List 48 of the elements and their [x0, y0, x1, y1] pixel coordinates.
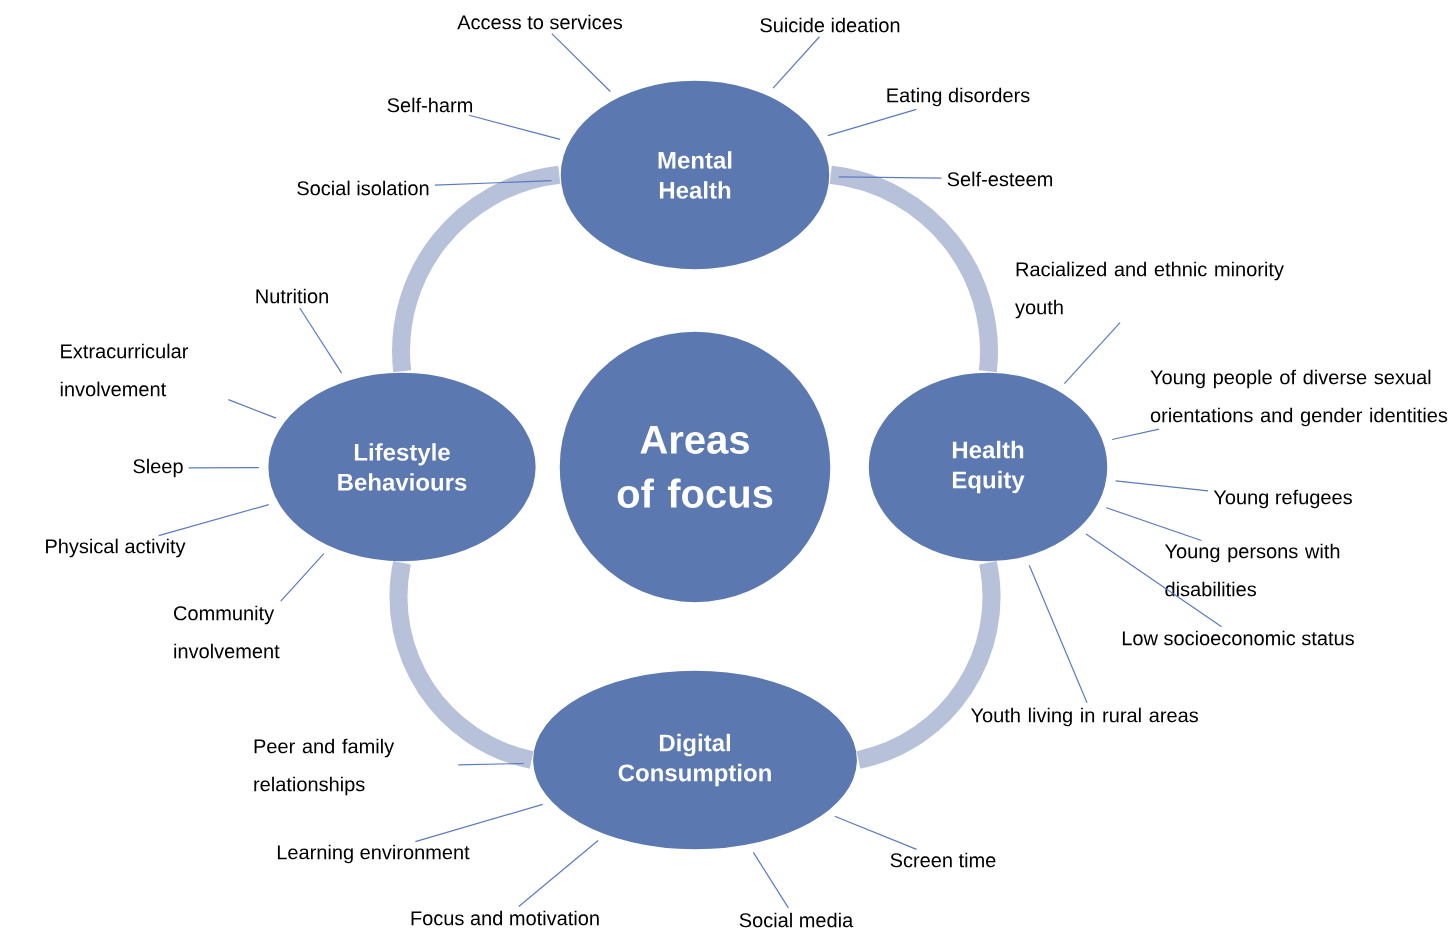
leader-line [1028, 564, 1088, 704]
leader-line [1105, 507, 1202, 542]
label-text: Physical activity [46, 538, 186, 558]
leader-line [1085, 533, 1223, 628]
leader-line [434, 180, 553, 186]
leader-line [188, 466, 260, 469]
ring-arc [829, 165, 998, 372]
leader-line [468, 114, 561, 140]
label-text: Social media [739, 912, 854, 928]
leader-line [227, 399, 277, 419]
label-text: Eating disorders [887, 87, 1030, 107]
leader-line [838, 176, 943, 179]
ring-arc [392, 165, 561, 372]
label-text: Community involvement [174, 605, 280, 659]
label-text: Extracurricular involvement [60, 343, 189, 397]
leader-line [299, 307, 343, 374]
leader-line [457, 762, 525, 766]
label-text: Self-esteem [947, 171, 1053, 187]
ring-arc [856, 561, 1001, 769]
leader-line [518, 839, 599, 908]
leader-line [752, 851, 789, 909]
leader-line [280, 552, 325, 602]
leader-line [551, 33, 611, 93]
label-text: Self-harm [387, 97, 472, 113]
leader-line [772, 36, 820, 89]
leader-line [827, 108, 917, 137]
label-text: Learning environment [277, 844, 470, 864]
leader-line [1115, 480, 1209, 492]
label-text: Screen time [890, 852, 996, 868]
label-text: Low socioeconomic status [1122, 630, 1354, 646]
label-text: Racialized and ethnic minority youth [1015, 261, 1284, 319]
label-text: Suicide ideation [760, 17, 900, 33]
leader-line [414, 803, 544, 843]
label-text: Young persons with disabilities [1164, 543, 1340, 597]
label-text: Focus and motivation [411, 910, 599, 926]
label-text: Young people of diverse sexual orientations and gender identities [1150, 369, 1448, 427]
label-text: Young refugees [1213, 489, 1352, 509]
leader-line [1063, 322, 1121, 385]
label-text: Sleep [133, 458, 183, 478]
leader-line [1111, 428, 1160, 441]
leader-line [834, 815, 918, 850]
label-text: Youth living in rural areas [970, 707, 1198, 727]
label-text: Nutrition [256, 288, 328, 304]
label-text: Peer and family relationships [254, 738, 395, 796]
label-text: Social isolation [297, 180, 429, 196]
ring-arc [389, 561, 534, 769]
label-text: Access to services [457, 14, 623, 30]
leader-line [158, 503, 270, 537]
